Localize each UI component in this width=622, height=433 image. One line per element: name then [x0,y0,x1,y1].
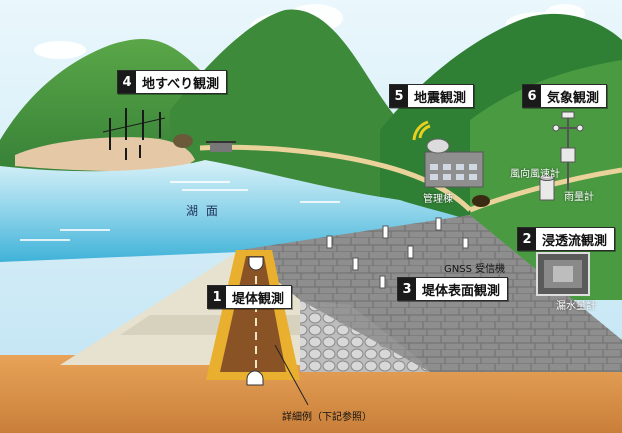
tag-surface-observation: 3 堤体表面観測 [397,277,509,301]
tag-weather-observation: 6 気象観測 [522,84,608,108]
tag-seepage-observation: 2 浸透流観測 [517,227,616,251]
tag-landslide-observation: 4 地すべり観測 [117,70,228,94]
leakage-meter-label: 漏水量計 [556,301,596,312]
anemometer-label: 風向風速計 [510,169,560,180]
tag-embankment-observation: 1 堤体観測 [207,285,293,309]
anemometer-icon [552,111,584,190]
lake-surface-label: 湖 面 [186,204,220,218]
detail-reference-label: 詳細例（下記参照） [282,412,372,423]
rain-gauge-label: 雨量計 [564,192,594,203]
tag-seismic-observation: 5 地震観測 [389,84,475,108]
extensometer-icon [102,108,166,160]
gnss-receiver-icon [326,217,469,289]
admin-building [424,151,484,188]
gnss-receiver-label: GNSS 受信機 [444,264,506,275]
radar-dish-icon [412,120,450,154]
admin-building-label: 管理棟 [423,194,453,205]
rain-gauge-icon [539,175,555,201]
